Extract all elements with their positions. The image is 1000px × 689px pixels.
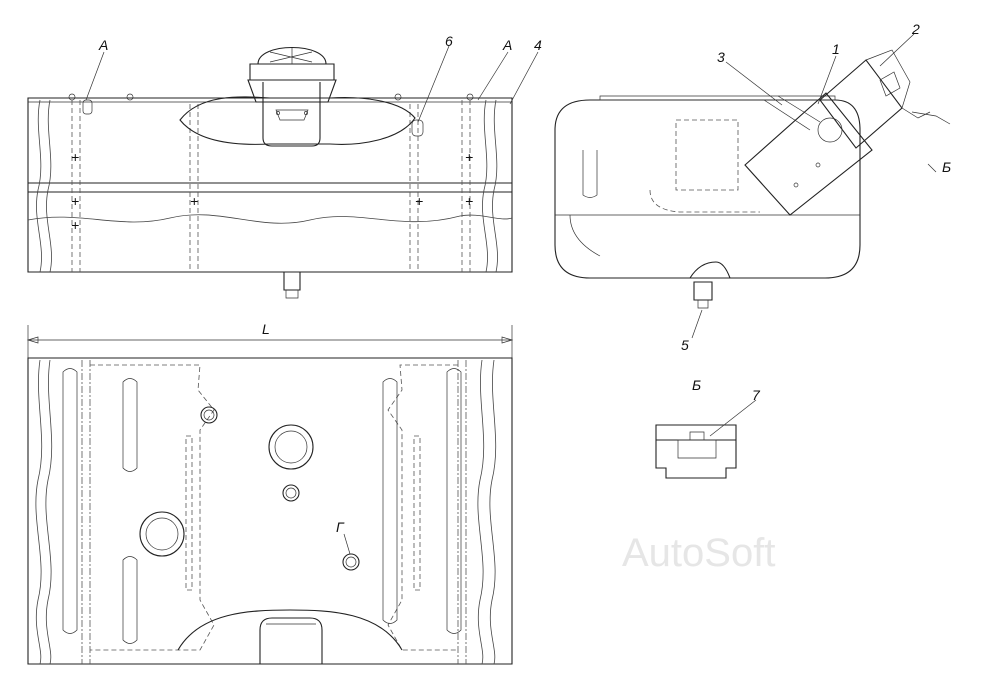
watermark: AutoSoft: [622, 531, 775, 575]
label-a-left: А: [98, 37, 108, 53]
svg-text:+: +: [415, 193, 423, 209]
label-6: 6: [445, 33, 453, 49]
fuel-sender-unit: [744, 49, 951, 216]
label-3: 3: [717, 49, 725, 65]
tank-front-view: + + + + + + + А 6 А 4: [27, 33, 542, 299]
tank-top-view: L Г: [26, 321, 514, 665]
tank-side-view: 3 1 2 Б 5: [554, 21, 951, 353]
label-2: 2: [911, 21, 920, 37]
label-a-right: А: [502, 37, 512, 53]
svg-text:+: +: [71, 149, 79, 165]
label-7: 7: [752, 387, 761, 403]
label-1: 1: [832, 41, 840, 57]
label-b-arrow: Б: [942, 159, 951, 175]
svg-text:+: +: [71, 193, 79, 209]
view-b-detail: Б 7: [655, 377, 761, 479]
svg-text:+: +: [465, 149, 473, 165]
svg-text:+: +: [190, 193, 198, 209]
label-L: L: [262, 321, 270, 337]
label-5: 5: [681, 337, 689, 353]
label-g: Г: [336, 519, 345, 535]
label-4: 4: [534, 37, 542, 53]
svg-text:+: +: [465, 193, 473, 209]
label-view-b: Б: [692, 377, 701, 393]
svg-text:+: +: [71, 217, 79, 233]
filler-neck: [247, 47, 337, 147]
